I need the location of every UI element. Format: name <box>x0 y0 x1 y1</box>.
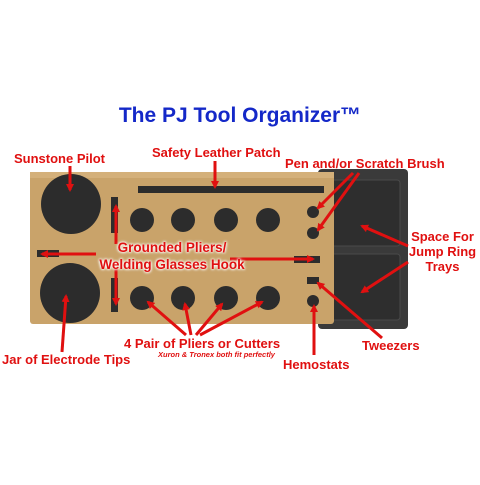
plier-hole-bottom-4 <box>256 286 280 310</box>
plier-hole-bottom-3 <box>214 286 238 310</box>
label-space-for-line1: Space For <box>411 229 474 244</box>
label-tweezers: Tweezers <box>362 338 420 353</box>
arrow-pen-1 <box>316 171 355 210</box>
label-grounded-pliers: Grounded Pliers/ Welding Glasses Hook <box>92 239 252 273</box>
label-jump-ring-trays: Space For Jump Ring Trays <box>405 229 480 274</box>
wood-organizer-base <box>30 172 334 324</box>
arrow-pliers-4 <box>199 300 264 337</box>
plier-hole-top-1 <box>130 208 154 232</box>
arrow-electrode <box>60 294 70 353</box>
plier-hole-bottom-2 <box>171 286 195 310</box>
arrow-pliers-1 <box>146 300 187 337</box>
arrow-tweezers <box>316 281 383 340</box>
callout-arrows <box>40 161 409 355</box>
pen-hole-1 <box>307 206 319 218</box>
label-jar-electrode-tips: Jar of Electrode Tips <box>2 352 131 367</box>
arrow-tray-1 <box>360 224 409 248</box>
tweezer-slot <box>307 277 319 284</box>
arrow-tray-2 <box>360 260 409 294</box>
label-grounded-pliers-line2: Welding Glasses Hook <box>99 257 245 272</box>
pen-hole-2 <box>307 227 319 239</box>
page-title: The PJ Tool Organizer™ <box>118 104 362 127</box>
plier-hole-top-4 <box>256 208 280 232</box>
jump-ring-tray <box>318 169 408 329</box>
label-sunstone-pilot: Sunstone Pilot <box>14 151 105 166</box>
sunstone-pilot-hole <box>41 174 101 234</box>
label-pen-scratch-brush: Pen and/or Scratch Brush <box>285 156 445 171</box>
arrow-pliers-3 <box>194 302 224 336</box>
label-safety-leather-patch: Safety Leather Patch <box>152 145 281 160</box>
label-pliers-note: Xuron & Tronex both fit perfectly <box>158 350 275 359</box>
label-space-for-line3: Trays <box>425 259 460 274</box>
plier-hole-bottom-1 <box>130 286 154 310</box>
electrode-jar-hole <box>40 263 100 323</box>
plier-hole-top-3 <box>214 208 238 232</box>
leather-patch-slot <box>138 186 324 193</box>
arrow-pliers-2 <box>182 302 193 336</box>
hemostat-hole <box>307 295 319 307</box>
label-grounded-pliers-line1: Grounded Pliers/ <box>117 240 227 255</box>
label-space-for-line2: Jump Ring <box>408 244 477 259</box>
arrow-pen-2 <box>316 172 361 232</box>
plier-hole-top-2 <box>171 208 195 232</box>
label-hemostats: Hemostats <box>283 357 350 372</box>
label-pliers-cutters: 4 Pair of Pliers or Cutters <box>124 336 281 351</box>
